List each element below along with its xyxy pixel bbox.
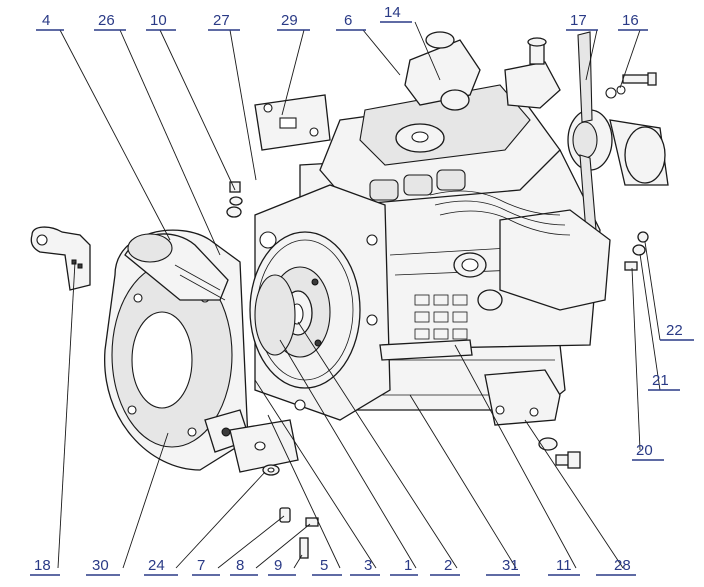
svg-text:27: 27	[213, 12, 230, 29]
svg-text:21: 21	[652, 372, 669, 389]
callout-30: 30	[86, 557, 120, 576]
svg-text:18: 18	[34, 557, 51, 574]
svg-text:31: 31	[502, 557, 519, 574]
callout-24: 24	[144, 557, 178, 576]
svg-text:29: 29	[281, 12, 298, 29]
callout-2: 2	[430, 557, 460, 576]
svg-text:8: 8	[236, 557, 244, 574]
svg-text:24: 24	[148, 557, 165, 574]
svg-text:9: 9	[274, 557, 282, 574]
engine-illustration	[30, 31, 669, 559]
svg-text:3: 3	[364, 557, 372, 574]
callout-26: 26	[94, 12, 126, 31]
svg-text:28: 28	[614, 557, 631, 574]
svg-text:1: 1	[404, 557, 412, 574]
svg-text:17: 17	[570, 12, 587, 29]
callout-31: 31	[486, 557, 520, 576]
callout-9: 9	[268, 557, 296, 576]
callout-8: 8	[230, 557, 258, 576]
callout-11: 11	[548, 557, 580, 576]
callout-20: 20	[632, 442, 664, 461]
callout-29: 29	[277, 12, 310, 31]
callout-labels: 4 26 10 27 29 6 14 17	[30, 4, 694, 576]
callout-3: 3	[350, 557, 380, 576]
svg-text:10: 10	[150, 12, 167, 29]
svg-text:7: 7	[197, 557, 205, 574]
callout-17: 17	[566, 12, 598, 31]
callout-10: 10	[146, 12, 176, 31]
callout-16: 16	[618, 12, 648, 31]
callout-18: 18	[30, 557, 60, 576]
svg-text:14: 14	[384, 4, 401, 21]
svg-text:4: 4	[42, 12, 50, 29]
callout-1: 1	[390, 557, 418, 576]
callout-28: 28	[596, 557, 636, 576]
callout-7: 7	[192, 557, 220, 576]
svg-text:20: 20	[636, 442, 653, 459]
callout-22: 22	[660, 322, 694, 341]
callout-27: 27	[208, 12, 240, 31]
svg-text:22: 22	[666, 322, 683, 339]
svg-text:11: 11	[556, 557, 572, 574]
svg-text:2: 2	[444, 557, 452, 574]
leader-lines	[57, 21, 661, 569]
svg-text:16: 16	[622, 12, 639, 29]
callout-4: 4	[36, 12, 64, 31]
svg-text:26: 26	[98, 12, 115, 29]
callout-21: 21	[648, 372, 680, 391]
svg-text:5: 5	[320, 557, 328, 574]
svg-text:30: 30	[92, 557, 109, 574]
svg-text:6: 6	[344, 12, 352, 29]
callout-5: 5	[312, 557, 342, 576]
callout-6: 6	[336, 12, 366, 31]
callout-14: 14	[380, 4, 412, 23]
